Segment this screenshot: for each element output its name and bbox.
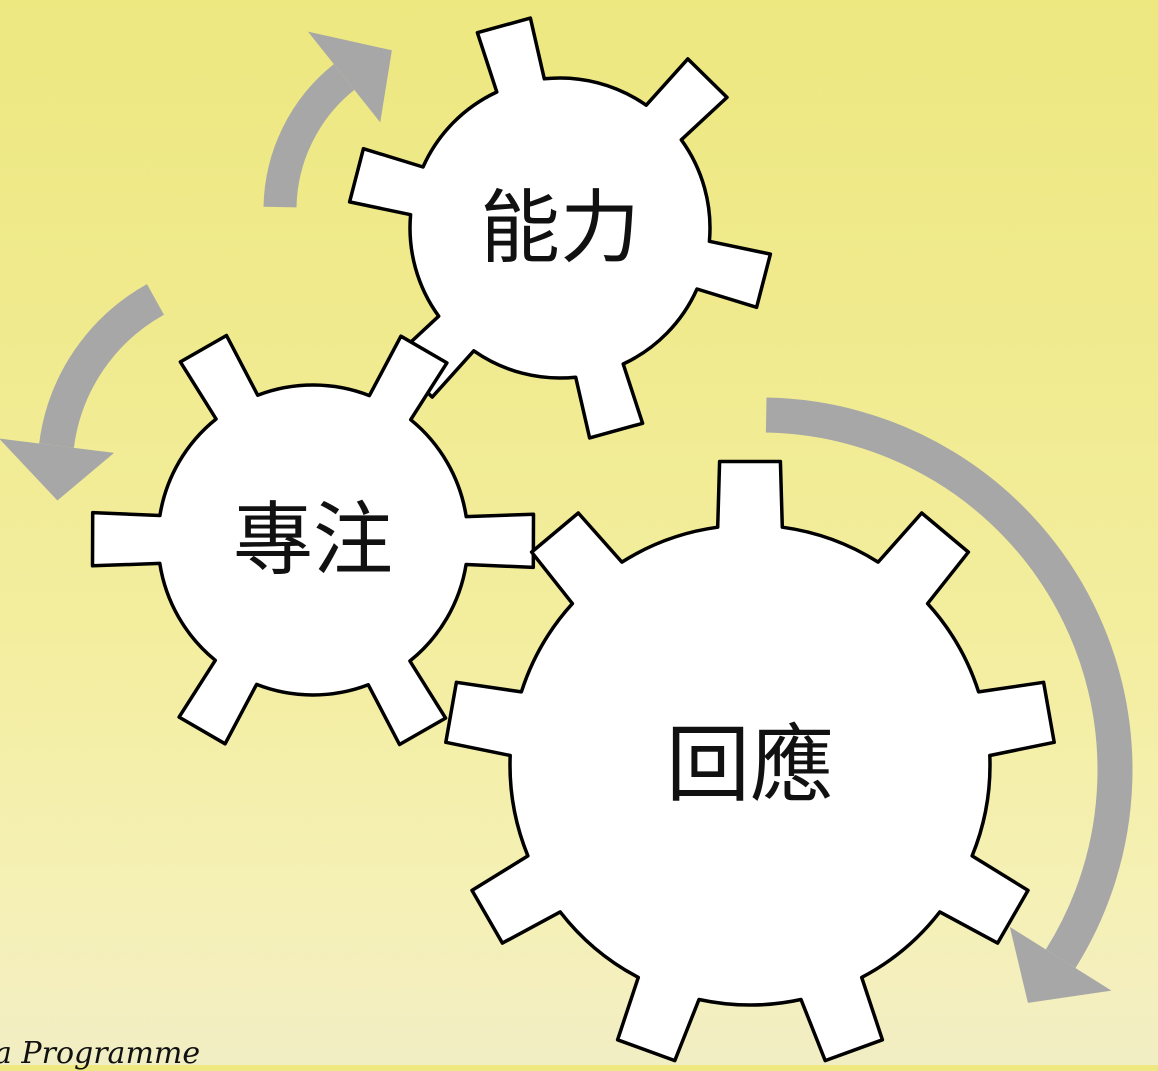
arrow-to-response-head: [1009, 926, 1112, 1003]
gear-focus: 專注: [90, 333, 536, 747]
footer-text: a Programme: [0, 1036, 201, 1071]
gear-ability: 能力: [347, 16, 773, 440]
arrow-focus-to-ability: [263, 31, 392, 208]
cycle-arrows: [0, 31, 1133, 1003]
gear-ability-label: 能力: [480, 182, 640, 275]
arrow-ability-to-focus-head: [0, 438, 115, 501]
arrow-ability-to-focus-shaft: [39, 284, 165, 449]
arrow-to-response-shaft: [765, 397, 1133, 969]
arrow-ability-to-focus: [0, 284, 165, 501]
gear-focus-label: 專注: [233, 494, 393, 587]
arrow-focus-to-ability-head: [307, 31, 392, 123]
gear-response-label: 回應: [666, 716, 834, 814]
arrow-to-response: [765, 397, 1133, 1003]
gear-focus-shape: [90, 333, 536, 747]
gear-ability-shape: [347, 16, 773, 440]
arrow-focus-to-ability-shaft: [263, 64, 355, 208]
gear-response: 回應: [444, 459, 1056, 1063]
gear-response-shape: [444, 459, 1056, 1063]
